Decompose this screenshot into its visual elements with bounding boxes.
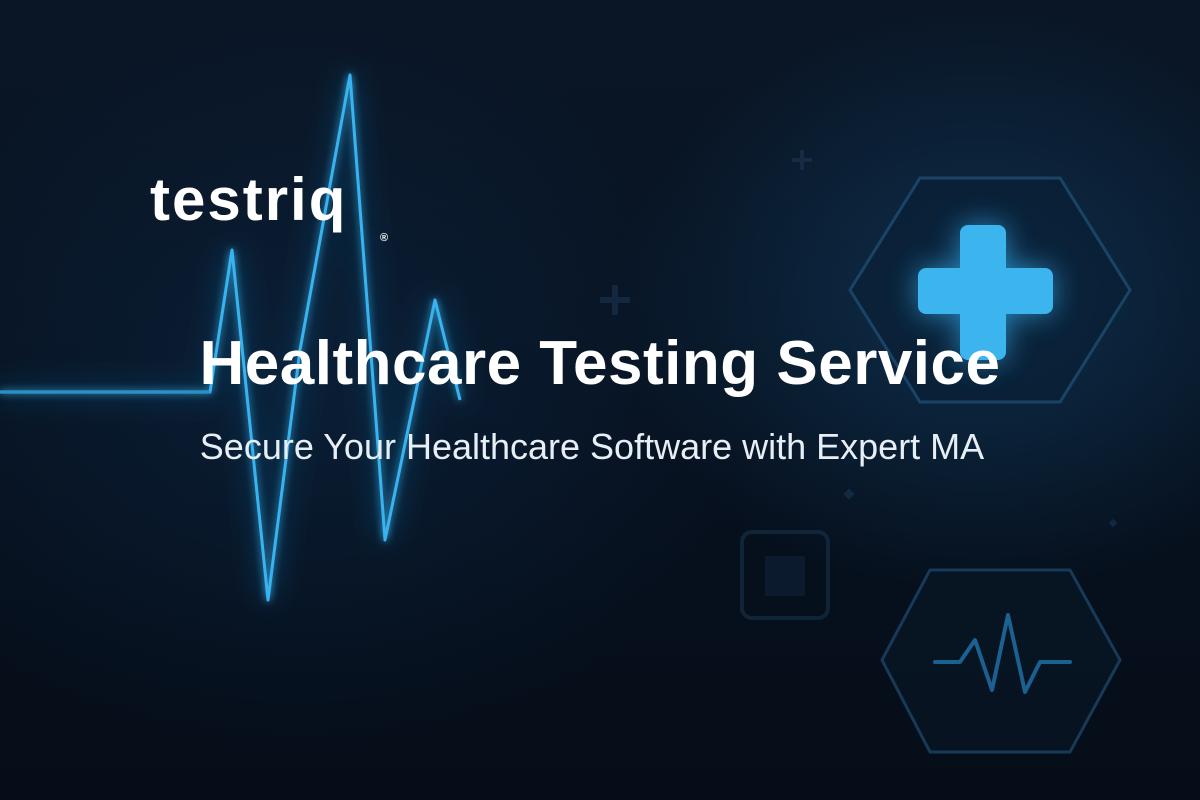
faint-plus-icon — [600, 150, 812, 315]
page-subtitle: Secure Your Healthcare Software with Exp… — [199, 426, 985, 467]
page-title: Healthcare Testing Service — [199, 329, 1001, 398]
faint-square-icon — [740, 530, 830, 620]
medical-cross-icon — [918, 225, 1053, 360]
testriq-logo: testriq — [150, 166, 348, 233]
pulse-hexagon-icon — [880, 568, 1122, 754]
heartbeat-line-icon — [0, 73, 465, 602]
decorative-dot-icon — [843, 488, 1118, 528]
registered-mark: ® — [380, 232, 389, 244]
